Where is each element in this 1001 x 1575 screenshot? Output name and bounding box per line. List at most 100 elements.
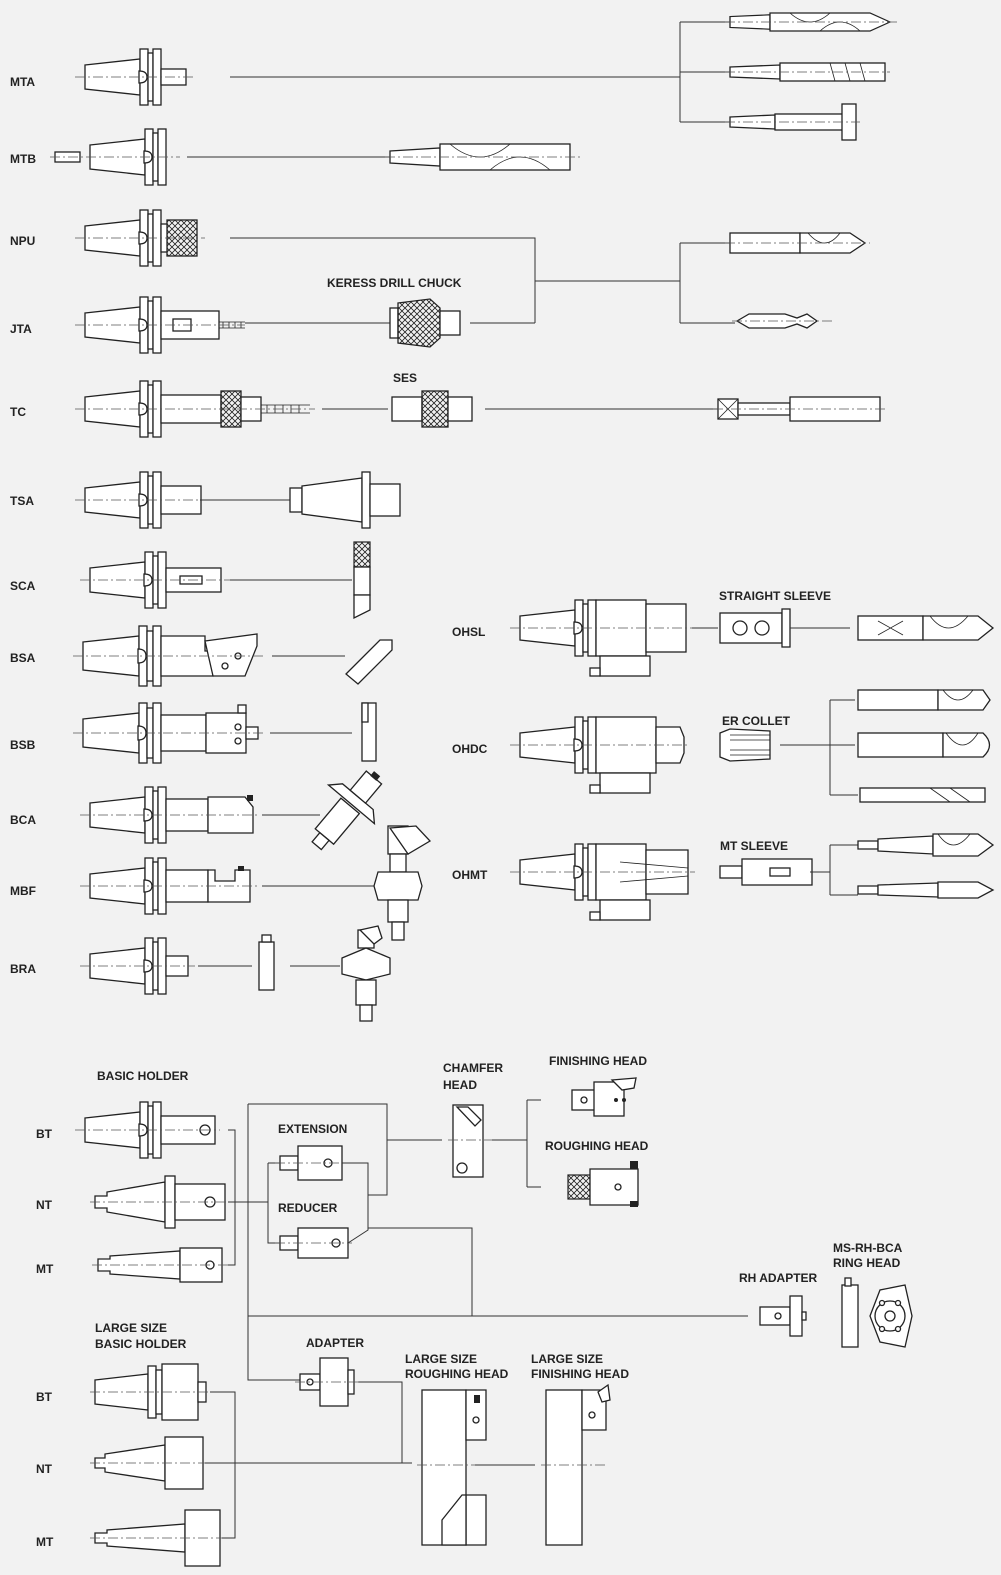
rh-adapter — [760, 1296, 806, 1336]
caption-large-finish-1: LARGE SIZE — [531, 1352, 603, 1366]
ohdc-drill-1 — [858, 690, 990, 710]
caption-large-rough-1: LARGE SIZE — [405, 1352, 477, 1366]
caption-large-rough-2: ROUGHING HEAD — [405, 1367, 509, 1381]
ohdc-drill-3 — [860, 788, 985, 802]
bsa-insert — [346, 640, 392, 684]
bt-large-holder — [90, 1364, 210, 1420]
caption-adapter: ADAPTER — [306, 1336, 364, 1350]
sca-insert-tool — [354, 542, 370, 618]
row-label-ohdc: OHDC — [452, 742, 488, 756]
caption-mt-sleeve: MT SLEEVE — [720, 839, 788, 853]
finishing-head — [572, 1078, 636, 1116]
ohdc-drill-2 — [858, 733, 990, 757]
row-label-nt-1: NT — [36, 1198, 53, 1212]
caption-er-collet: ER COLLET — [722, 714, 791, 728]
mbf-holder — [80, 858, 260, 914]
row-label-mt-2: MT — [36, 1535, 54, 1549]
bsb-insert — [362, 703, 376, 761]
caption-chamfer-head-2: HEAD — [443, 1078, 477, 1092]
nt-large-holder — [90, 1437, 210, 1489]
ohsl-drill — [858, 616, 993, 640]
ohmt-holder — [510, 844, 695, 920]
extension-part — [275, 1146, 350, 1180]
caption-chamfer-head-1: CHAMFER — [443, 1061, 503, 1075]
tsa-arbor — [290, 472, 400, 528]
caption-extension: EXTENSION — [278, 1122, 347, 1136]
ohmt-drill-2 — [858, 882, 993, 898]
row-label-mbf: MBF — [10, 884, 36, 898]
row-label-bra: BRA — [10, 962, 36, 976]
caption-keress-drill-chuck: KERESS DRILL CHUCK — [327, 276, 462, 290]
caption-ring-head-2: RING HEAD — [833, 1256, 901, 1270]
caption-large-basic-2: BASIC HOLDER — [95, 1337, 187, 1351]
row-label-mta: MTA — [10, 75, 35, 89]
row-label-bt-2: BT — [36, 1390, 53, 1404]
bsb-holder — [73, 703, 265, 763]
mta-reamer — [725, 63, 890, 81]
npu-holder — [75, 210, 205, 266]
mta-branch — [680, 22, 730, 122]
row-label-sca: SCA — [10, 579, 36, 593]
row-label-bsb: BSB — [10, 738, 36, 752]
caption-rh-adapter: RH ADAPTER — [739, 1271, 818, 1285]
roughing-head — [568, 1161, 638, 1207]
ohmt-branch — [810, 845, 858, 895]
caption-roughing-head: ROUGHING HEAD — [545, 1139, 649, 1153]
mt-large-holder — [90, 1510, 225, 1566]
bra-head — [342, 926, 390, 1021]
large-finishing-head — [541, 1385, 610, 1545]
row-label-mtb: MTB — [10, 152, 36, 166]
center-drill — [732, 314, 832, 328]
mt-basic-holder — [92, 1248, 228, 1282]
bca-head — [294, 754, 400, 865]
mbf-head — [374, 826, 430, 940]
mtb-drill — [385, 144, 580, 170]
bca-holder — [80, 787, 260, 843]
bra-holder — [80, 938, 195, 994]
bt-basic-holder — [75, 1102, 220, 1158]
row-label-ohsl: OHSL — [452, 625, 485, 639]
npu-drill — [725, 233, 870, 253]
ohmt-drill-1 — [858, 834, 993, 856]
mta-holder — [75, 49, 195, 105]
caption-ses: SES — [393, 371, 417, 385]
row-label-bt-1: BT — [36, 1127, 53, 1141]
row-label-bsa: BSA — [10, 651, 36, 665]
row-label-jta: JTA — [10, 322, 32, 336]
tc-tap-shank — [713, 397, 888, 421]
caption-large-basic-1: LARGE SIZE — [95, 1321, 167, 1335]
ms-rh-bca-ring-head — [842, 1278, 912, 1347]
drill-branch — [680, 243, 735, 323]
row-label-tsa: TSA — [10, 494, 34, 508]
bsa-holder — [73, 626, 265, 686]
tc-holder — [75, 381, 315, 437]
mtb-holder — [50, 129, 180, 185]
keress-drill-chuck — [390, 299, 460, 347]
row-label-nt-2: NT — [36, 1462, 53, 1476]
caption-straight-sleeve: STRAIGHT SLEEVE — [719, 589, 831, 603]
mta-counterbore — [725, 104, 860, 140]
ohdc-holder — [510, 717, 690, 793]
head-branch — [492, 1100, 541, 1187]
er-collet — [720, 729, 770, 761]
row-label-tc: TC — [10, 405, 26, 419]
reducer-part — [275, 1228, 352, 1258]
row-label-bca: BCA — [10, 813, 36, 827]
caption-large-finish-2: FINISHING HEAD — [531, 1367, 629, 1381]
ses-adapter — [392, 391, 472, 427]
nt-basic-holder — [90, 1176, 230, 1228]
bra-cartridge — [259, 935, 274, 990]
caption-reducer: REDUCER — [278, 1201, 338, 1215]
jta-holder — [75, 297, 245, 353]
ohsl-holder — [510, 600, 695, 676]
mta-drill-1 — [725, 13, 900, 31]
row-label-npu: NPU — [10, 234, 35, 248]
mt-sleeve — [720, 859, 812, 885]
straight-sleeve — [720, 609, 790, 647]
caption-basic-holder: BASIC HOLDER — [97, 1069, 189, 1083]
caption-finishing-head: FINISHING HEAD — [549, 1054, 647, 1068]
reducer-to-trunk — [368, 1228, 472, 1316]
chamfer-head — [448, 1105, 493, 1177]
